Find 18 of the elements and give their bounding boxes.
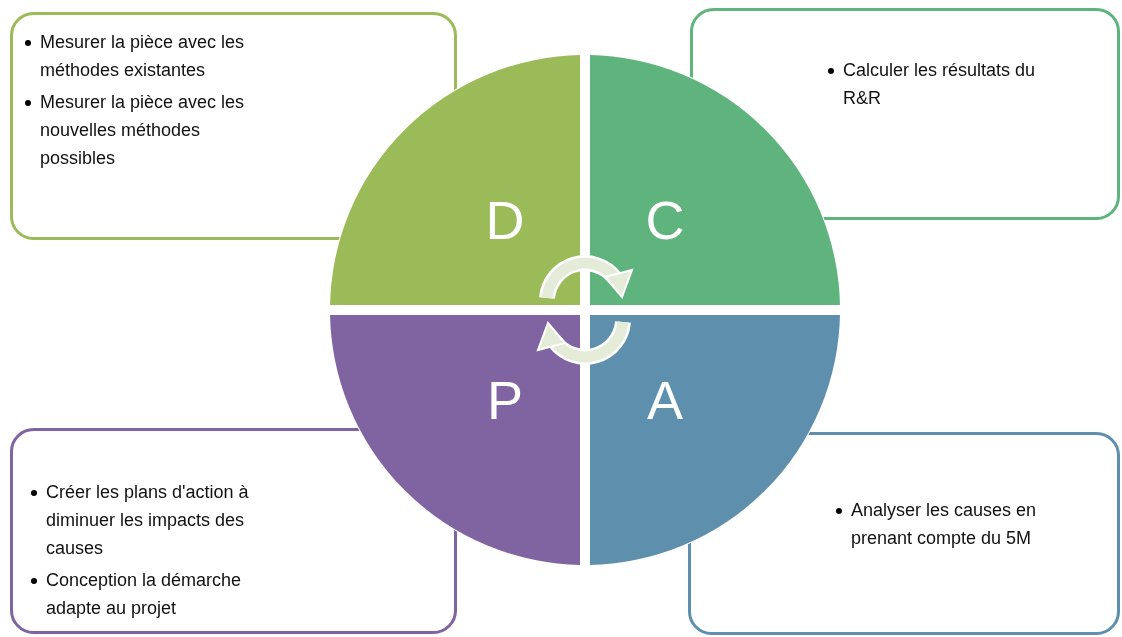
quadrant-segment bbox=[330, 315, 580, 565]
quadrant-letter: A bbox=[647, 370, 683, 430]
text-box bbox=[10, 428, 457, 634]
quadrant-segment bbox=[330, 55, 580, 305]
text-box bbox=[10, 12, 457, 240]
bullet-text: Conception la démarche adapte au projet bbox=[28, 566, 290, 622]
text-box bbox=[688, 432, 1120, 635]
bullet-text: Mesurer la pièce avec les méthodes existantes bbox=[22, 28, 254, 84]
quadrant-letter: D bbox=[485, 190, 525, 250]
bullet-text: Mesurer la pièce avec les nouvelles méthodes possibles bbox=[22, 88, 254, 172]
quadrant-segment bbox=[590, 55, 840, 305]
quadrant-letter: C bbox=[645, 190, 685, 250]
bullet-text: Analyser les causes en prenant compte du 5M bbox=[833, 496, 1065, 552]
quadrant-letter: P bbox=[487, 370, 523, 430]
text-box bbox=[690, 8, 1120, 220]
bullet-text: Calculer les résultats du R&R bbox=[825, 56, 1047, 112]
bullet-text: Créer les plans d'action à diminuer les impacts des causes bbox=[28, 478, 290, 562]
quadrant-segment bbox=[590, 315, 840, 565]
